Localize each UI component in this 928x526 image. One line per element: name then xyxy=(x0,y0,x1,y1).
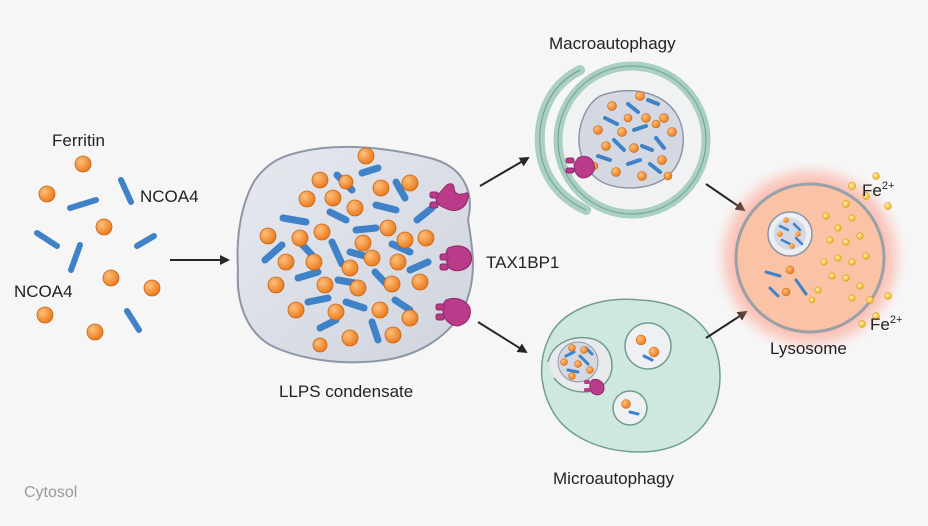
fe-bottom-superscript: 2+ xyxy=(890,314,903,326)
lysosome-degraded-ferritin xyxy=(781,265,795,297)
arrow-to-macroautophagy xyxy=(479,156,530,187)
microautophagy-cargo xyxy=(557,341,605,396)
micro-vesicle-contents xyxy=(621,334,660,416)
llps-condensate-label: LLPS condensate xyxy=(279,382,413,401)
autophagosome-tax1bp1 xyxy=(565,155,595,179)
ferritin-label: Ferritin xyxy=(52,131,105,150)
microautophagy-label: Microautophagy xyxy=(553,469,674,488)
ncoa4-label-bottom: NCOA4 xyxy=(14,282,73,301)
autophagosome-ncoa4 xyxy=(596,98,666,174)
iron-ions xyxy=(808,172,892,328)
free-ferritin-cluster xyxy=(36,155,161,341)
lysosome xyxy=(734,182,886,334)
arrow-to-microautophagy xyxy=(477,321,528,354)
macroautophagy-label: Macroautophagy xyxy=(549,34,676,53)
condensate-ncoa4 xyxy=(261,164,436,344)
fe-label-top: Fe2+ xyxy=(862,180,894,200)
lysosome-label: Lysosome xyxy=(770,339,847,358)
fe-label-bottom: Fe2+ xyxy=(870,314,902,334)
lysosome-degraded-ncoa4 xyxy=(764,270,808,298)
cytosol-label: Cytosol xyxy=(24,484,77,501)
autophagosome xyxy=(534,61,711,219)
free-ncoa4-cluster xyxy=(34,177,157,333)
lysosome-inner-cargo xyxy=(767,211,813,257)
tax1bp1-label: TAX1BP1 xyxy=(486,253,559,272)
fe-top-superscript: 2+ xyxy=(882,180,895,192)
condensate-ferritin xyxy=(259,147,435,353)
tax1bp1-receptors xyxy=(429,183,473,327)
ncoa4-label-top: NCOA4 xyxy=(140,187,199,206)
